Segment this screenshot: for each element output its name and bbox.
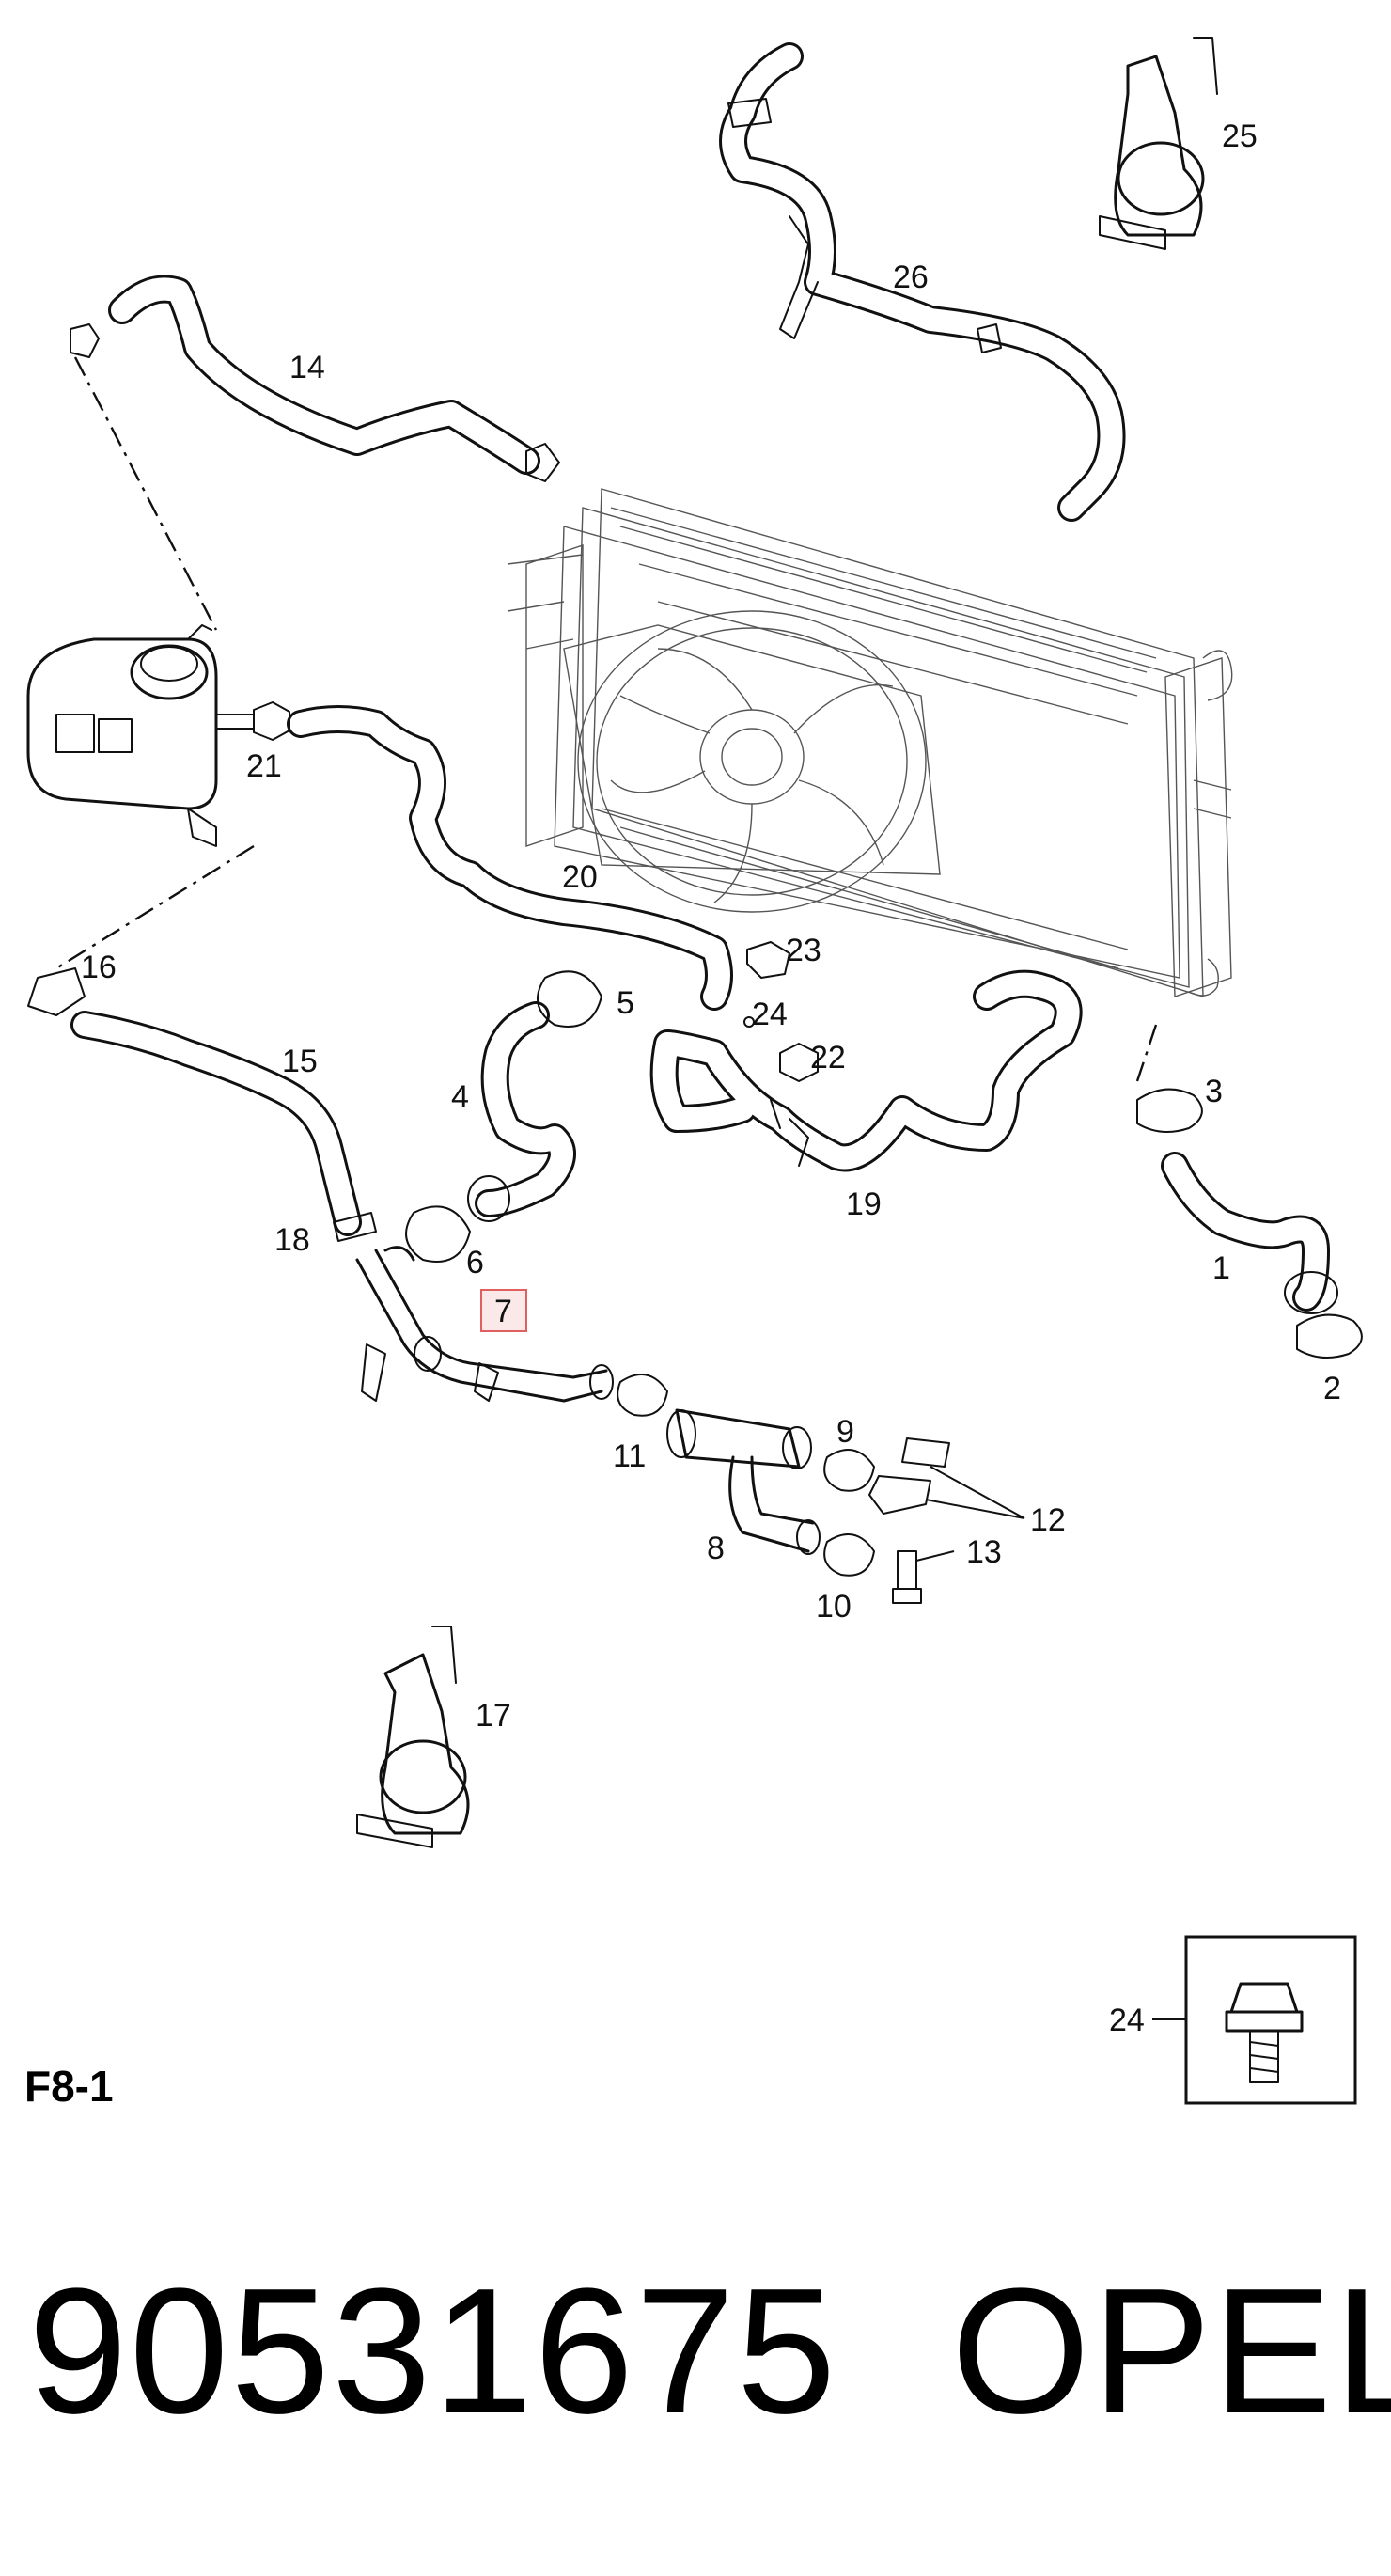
bracket-12-b [868, 1475, 931, 1515]
callout-11: 11 [613, 1438, 646, 1474]
figure-code: F8-1 [24, 2062, 114, 2111]
callout-8: 8 [707, 1531, 725, 1566]
clip-26 [977, 323, 1002, 353]
callout-16: 16 [81, 950, 117, 985]
callout-6: 6 [466, 1245, 484, 1280]
clamp-21 [253, 701, 290, 741]
callout-17: 17 [476, 1698, 511, 1734]
callout-1: 1 [1212, 1250, 1230, 1286]
callout-26: 26 [893, 259, 929, 295]
brand-name: OPEL [951, 2252, 1391, 2451]
callout-2: 2 [1323, 1371, 1341, 1406]
clip-25 [1099, 37, 1218, 250]
bracket-12-a [901, 1437, 950, 1468]
callout-5: 5 [617, 985, 634, 1021]
bolt-13 [892, 1550, 922, 1604]
callout-3: 3 [1205, 1074, 1223, 1109]
clamp-3 [1136, 1088, 1203, 1133]
callout-15: 15 [282, 1044, 318, 1079]
clamp-2 [1296, 1313, 1363, 1359]
dash-line-1 [1135, 1024, 1158, 1082]
callout-12: 12 [1030, 1502, 1066, 1538]
callout-14: 14 [289, 350, 325, 385]
clamp-5 [537, 970, 602, 1028]
callout-4: 4 [451, 1079, 469, 1115]
leader-13 [915, 1550, 955, 1562]
clamp-22 [779, 1043, 819, 1082]
clip-17 [356, 1626, 470, 1848]
dash-line-tank-14 [73, 356, 218, 631]
callout-24: 24 [752, 997, 788, 1032]
callout-10: 10 [816, 1589, 852, 1625]
pipe-8 [666, 1408, 821, 1555]
radiator-fan-assembly [507, 488, 1233, 997]
callout-9: 9 [836, 1414, 854, 1450]
callout-21: 21 [246, 748, 282, 784]
bolt-24-small [743, 1016, 755, 1028]
callout-20: 20 [562, 859, 598, 895]
cap-14 [70, 323, 100, 358]
callout-23: 23 [786, 933, 821, 968]
callout-18: 18 [274, 1222, 310, 1258]
clamp-11 [617, 1374, 668, 1417]
clamp-26-top [727, 98, 772, 128]
detail-box-24 [1152, 1935, 1357, 2105]
expansion-tank [26, 624, 255, 847]
callout-25: 25 [1222, 118, 1258, 154]
part-number: 90531675 [28, 2252, 838, 2451]
bracket-26 [779, 215, 819, 339]
clamp-16 [27, 967, 86, 1016]
leader-12a [930, 1466, 1025, 1519]
clamp-10 [823, 1533, 875, 1577]
bracket-19 [770, 1099, 809, 1167]
callout-22: 22 [810, 1040, 846, 1076]
hose-20 [287, 705, 733, 1011]
coolant-pipe-7 [355, 1246, 614, 1403]
callout-13: 13 [966, 1534, 1002, 1570]
clamp-23 [746, 941, 790, 979]
clamp-14 [525, 443, 560, 482]
clamp-9 [823, 1449, 875, 1492]
callout-19: 19 [846, 1186, 882, 1222]
callout-24-detail: 24 [1109, 2003, 1145, 2038]
callout-7: 7 [494, 1294, 512, 1329]
leader-12b [925, 1499, 1025, 1519]
clamp-18 [333, 1212, 377, 1242]
clamp-6 [405, 1205, 471, 1263]
highlight-box-7 [480, 1289, 527, 1332]
